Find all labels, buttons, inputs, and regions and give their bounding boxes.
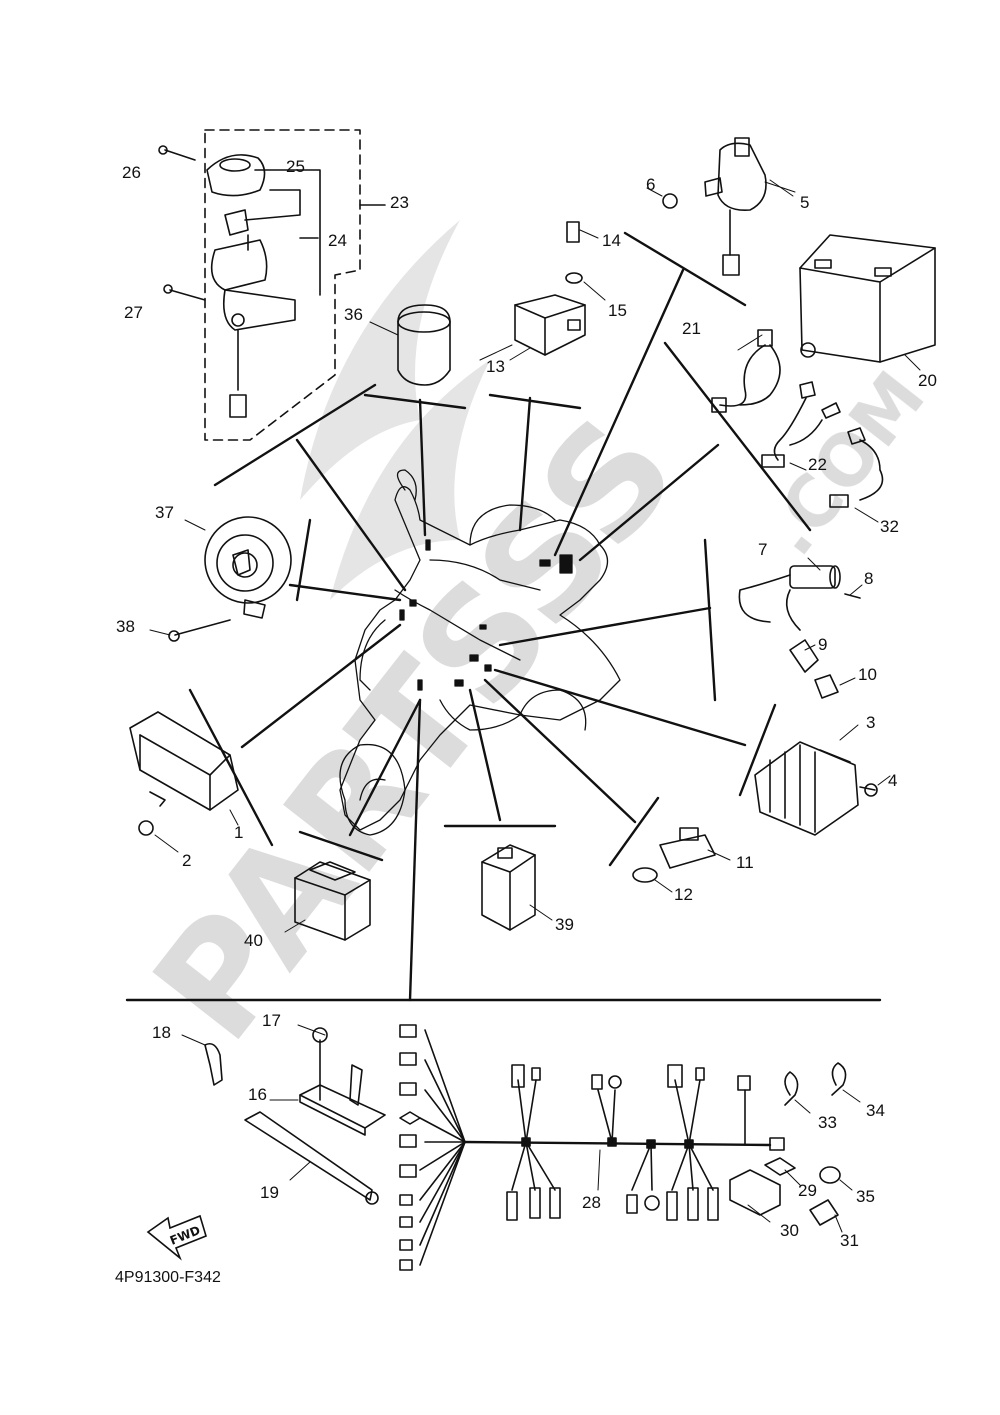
part-label-20: 20 bbox=[918, 371, 937, 390]
relay-40 bbox=[294, 861, 371, 941]
part-label-24: 24 bbox=[328, 231, 347, 250]
fuse-39 bbox=[481, 844, 536, 931]
part-label-9: 9 bbox=[818, 635, 827, 654]
part-label-13: 13 bbox=[486, 357, 505, 376]
part-label-40: 40 bbox=[244, 931, 263, 950]
part-label-30: 30 bbox=[780, 1221, 799, 1240]
part-labels: 1 2 3 4 5 6 7 8 9 10 11 12 13 14 15 16 1… bbox=[116, 157, 937, 1250]
ignition-coil-7 bbox=[738, 565, 861, 699]
part-label-23: 23 bbox=[390, 193, 409, 212]
scooter-outline bbox=[339, 469, 621, 836]
starter-relay-5 bbox=[662, 137, 796, 276]
rectifier-3 bbox=[754, 741, 878, 836]
part-label-8: 8 bbox=[864, 569, 873, 588]
part-label-10: 10 bbox=[858, 665, 877, 684]
part-label-34: 34 bbox=[866, 1101, 885, 1120]
part-label-2: 2 bbox=[182, 851, 191, 870]
flasher-relay-36 bbox=[369, 304, 451, 386]
part-label-29: 29 bbox=[798, 1181, 817, 1200]
part-label-4: 4 bbox=[888, 771, 897, 790]
part-label-3: 3 bbox=[866, 713, 875, 732]
part-label-16: 16 bbox=[248, 1085, 267, 1104]
part-label-18: 18 bbox=[152, 1023, 171, 1042]
part-label-38: 38 bbox=[116, 617, 135, 636]
part-label-5: 5 bbox=[800, 193, 809, 212]
battery-leads bbox=[711, 329, 884, 508]
part-label-22: 22 bbox=[808, 455, 827, 474]
part-label-17: 17 bbox=[262, 1011, 281, 1030]
part-label-11: 11 bbox=[736, 853, 754, 872]
part-label-26: 26 bbox=[122, 163, 141, 182]
wire-harness-28 bbox=[399, 1024, 785, 1271]
harness-small-parts bbox=[204, 1027, 847, 1226]
watermark-suffix: .COM bbox=[749, 357, 941, 571]
part-label-27: 27 bbox=[124, 303, 143, 322]
part-label-32: 32 bbox=[880, 517, 899, 536]
part-label-37: 37 bbox=[155, 503, 174, 522]
battery-20 bbox=[799, 234, 936, 371]
part-label-35: 35 bbox=[856, 1187, 875, 1206]
part-label-12: 12 bbox=[674, 885, 693, 904]
part-label-39: 39 bbox=[555, 915, 574, 934]
brake-switch-11 bbox=[632, 827, 716, 883]
fwd-arrow-icon: FWD bbox=[146, 1214, 207, 1261]
horn-37 bbox=[168, 516, 292, 642]
part-label-14: 14 bbox=[602, 231, 621, 250]
part-label-21: 21 bbox=[682, 319, 701, 338]
part-label-15: 15 bbox=[608, 301, 627, 320]
part-label-31: 31 bbox=[840, 1231, 859, 1250]
starter-relay-13 bbox=[509, 221, 586, 361]
part-label-1: 1 bbox=[234, 823, 243, 842]
cdi-unit-1 bbox=[129, 711, 239, 836]
part-label-36: 36 bbox=[344, 305, 363, 324]
part-label-19: 19 bbox=[260, 1183, 279, 1202]
main-switch-group bbox=[158, 129, 386, 441]
callout-lines bbox=[125, 231, 882, 1002]
part-label-6: 6 bbox=[646, 175, 655, 194]
part-label-25: 25 bbox=[286, 157, 305, 176]
part-label-7: 7 bbox=[758, 540, 767, 559]
diagram-code: 4P91300-F342 bbox=[115, 1269, 221, 1286]
part-label-33: 33 bbox=[818, 1113, 837, 1132]
label-leaders bbox=[149, 179, 891, 1233]
part-label-28: 28 bbox=[582, 1193, 601, 1212]
